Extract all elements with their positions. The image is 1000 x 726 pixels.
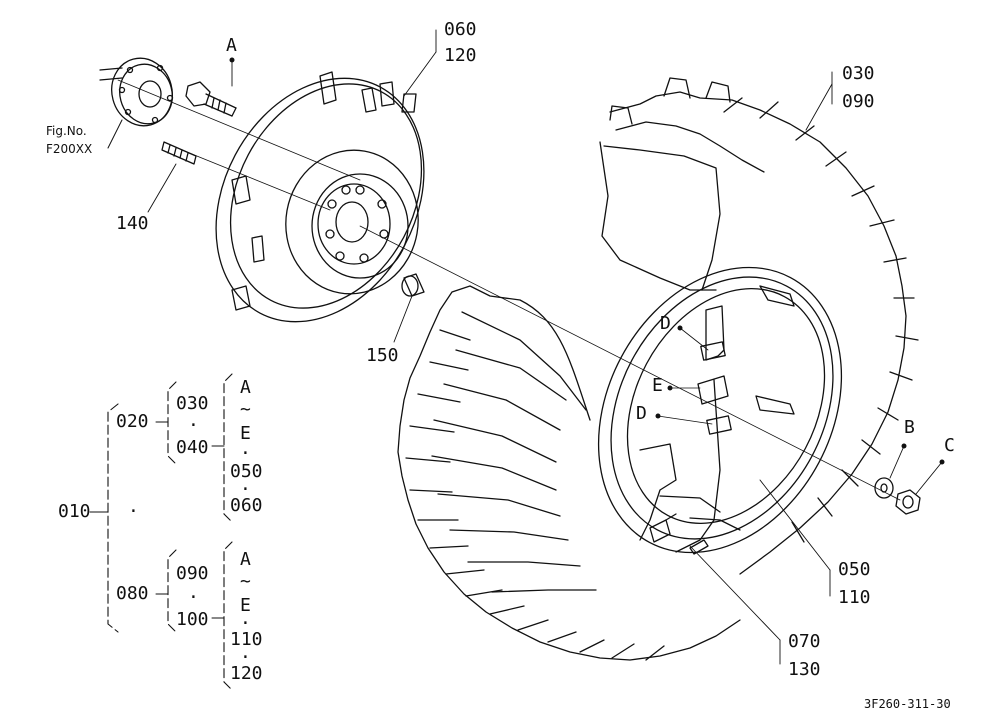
callout-060: 060 bbox=[444, 19, 477, 40]
tree-branch2-child-sep: · bbox=[188, 587, 199, 608]
letter-a: A bbox=[226, 35, 237, 56]
callout-dot-d1 bbox=[677, 325, 683, 331]
tree-branch1-child-sep: · bbox=[188, 415, 199, 436]
tree-root-code: 010 bbox=[58, 501, 91, 522]
hub-flange bbox=[99, 57, 174, 127]
tree-root-dot: · bbox=[128, 501, 139, 522]
tire-upper bbox=[599, 77, 919, 575]
letter-d-lower: D bbox=[636, 403, 647, 424]
washer-b bbox=[874, 477, 894, 499]
center-disc bbox=[215, 71, 425, 323]
tree-branch1-child: 030 bbox=[176, 393, 209, 414]
stud-140 bbox=[161, 141, 197, 165]
tree-branch1-range: 050 bbox=[230, 461, 263, 482]
drawing-number: 3F260-311-30 bbox=[864, 697, 951, 711]
tree-connectors bbox=[89, 421, 225, 619]
bolt-a bbox=[185, 81, 237, 117]
tree-branch1-range: · bbox=[240, 443, 251, 464]
figure-ref-label: Fig.No. bbox=[46, 124, 87, 138]
tree-branch1-range: E bbox=[240, 423, 251, 444]
tree-branch1-range: 060 bbox=[230, 495, 263, 516]
tree-branch2-code: 080 bbox=[116, 583, 149, 604]
nut-150 bbox=[401, 273, 425, 297]
tree-branch2-child: 090 bbox=[176, 563, 209, 584]
tire-lower bbox=[397, 285, 741, 661]
callout-130: 130 bbox=[788, 659, 821, 680]
tree-branch1-range: · bbox=[240, 479, 251, 500]
part-tree-brackets bbox=[107, 373, 233, 691]
tree-branch1-range: ~ bbox=[240, 399, 251, 420]
callout-050: 050 bbox=[838, 559, 871, 580]
clamp-brackets bbox=[675, 305, 732, 555]
callout-110: 110 bbox=[838, 587, 871, 608]
tree-branch2-range: · bbox=[240, 647, 251, 668]
callout-150: 150 bbox=[366, 345, 399, 366]
figure-ref-number: F200XX bbox=[46, 142, 93, 156]
callout-dot-b bbox=[901, 443, 907, 449]
callout-120: 120 bbox=[444, 45, 477, 66]
letter-c: C bbox=[944, 435, 955, 456]
tree-branch2-range: · bbox=[240, 613, 251, 634]
letter-d-upper: D bbox=[660, 313, 671, 334]
callout-dot-c bbox=[939, 459, 945, 465]
tree-branch2-range: ~ bbox=[240, 571, 251, 592]
callout-dot-a bbox=[229, 57, 235, 63]
wheel-rim bbox=[597, 266, 843, 554]
callout-dot-e bbox=[667, 385, 673, 391]
callout-030: 030 bbox=[842, 63, 875, 84]
letter-b: B bbox=[904, 417, 915, 438]
tree-branch2-range: 110 bbox=[230, 629, 263, 650]
tree-branch2-range: E bbox=[240, 595, 251, 616]
callout-090: 090 bbox=[842, 91, 875, 112]
nut-c bbox=[895, 489, 921, 515]
callout-070: 070 bbox=[788, 631, 821, 652]
tree-branch2-child: 100 bbox=[176, 609, 209, 630]
valve-070 bbox=[649, 513, 677, 543]
tree-branch1-code: 020 bbox=[116, 411, 149, 432]
tree-branch1-range: A bbox=[240, 377, 251, 398]
callout-dot-d2 bbox=[655, 413, 661, 419]
tree-branch1-child: 040 bbox=[176, 437, 209, 458]
letter-e: E bbox=[652, 375, 663, 396]
tree-branch2-range: 120 bbox=[230, 663, 263, 684]
tree-branch2-range: A bbox=[240, 549, 251, 570]
callout-140: 140 bbox=[116, 213, 149, 234]
